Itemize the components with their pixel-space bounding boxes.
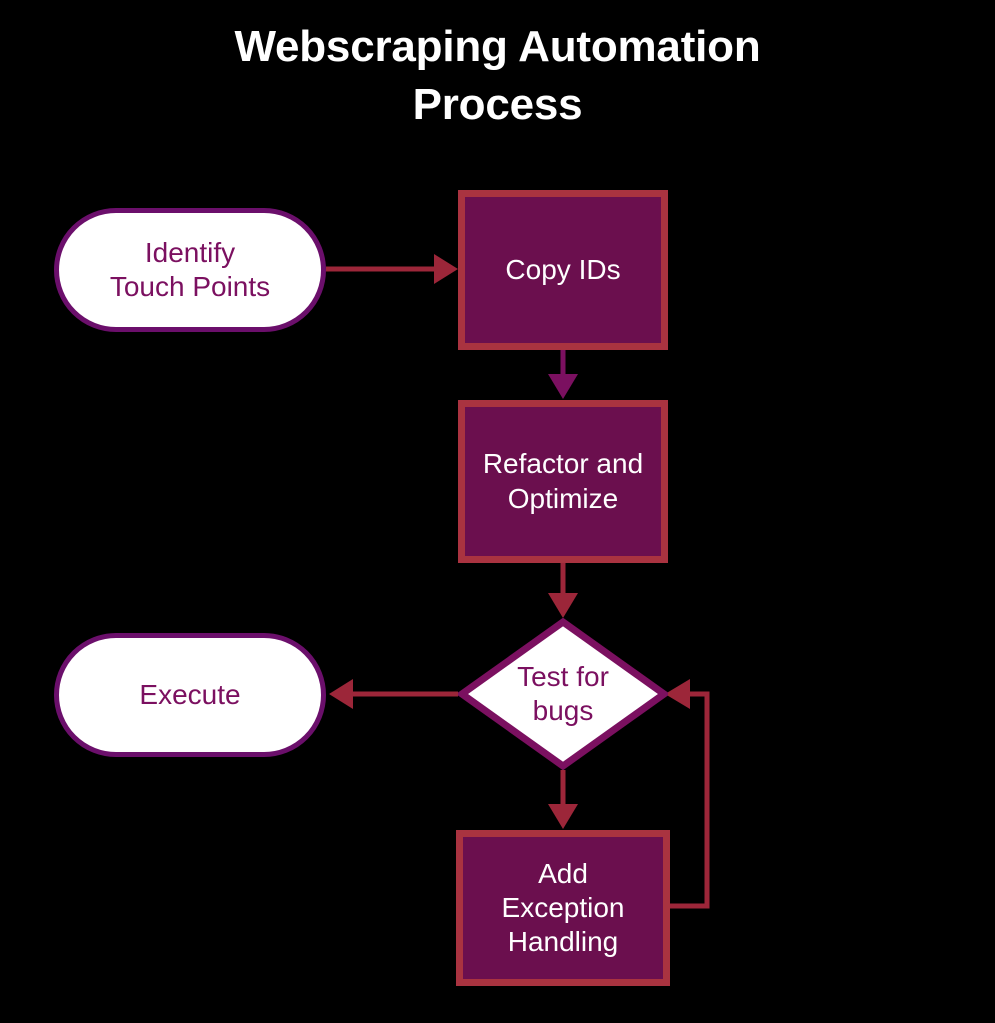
node-refactor-and-optimize[interactable]: Refactor and Optimize: [458, 400, 668, 563]
node-copy-ids[interactable]: Copy IDs: [458, 190, 668, 350]
node-label: Execute: [139, 678, 241, 710]
node-label: Copy IDs: [505, 253, 621, 285]
node-execute[interactable]: Execute: [54, 633, 326, 757]
edge-copy-to-refactor: [548, 350, 578, 399]
edge-exception-to-test: [665, 679, 710, 909]
node-label: Test for bugs: [517, 660, 609, 726]
node-test-for-bugs[interactable]: Test for bugs: [458, 618, 668, 770]
edge-test-to-execute: [329, 679, 458, 709]
edge-refactor-to-test: [548, 563, 578, 618]
node-label: Identify Touch Points: [109, 236, 271, 302]
edge-identify-to-copy: [326, 254, 458, 284]
diagram-title: Webscraping Automation Process: [234, 22, 761, 130]
node-identify-touch-points[interactable]: Identify Touch Points: [54, 208, 326, 332]
decision-diamond-shape: [458, 618, 668, 770]
node-label: Refactor and Optimize: [482, 448, 644, 514]
edge-test-to-exception: [548, 770, 578, 829]
node-add-exception-handling[interactable]: Add Exception Handling: [456, 830, 670, 986]
node-label: Add Exception Handling: [501, 857, 625, 958]
